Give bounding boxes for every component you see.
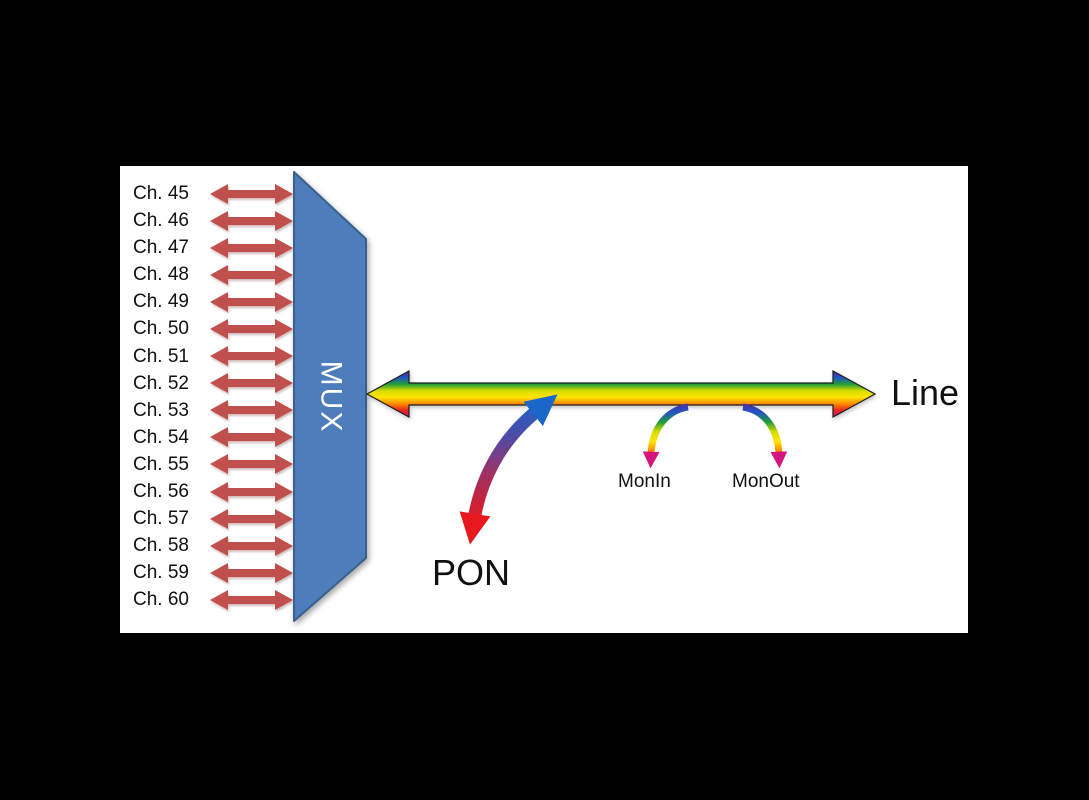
channel-label: Ch. 47 <box>133 237 189 259</box>
pon-label: PON <box>432 552 511 593</box>
channel-label: Ch. 49 <box>133 291 189 313</box>
channel-double-arrow-icon <box>210 508 293 529</box>
channel-row: Ch. 47 <box>133 234 413 261</box>
channel-label: Ch. 46 <box>133 210 189 232</box>
channel-row: Ch. 58 <box>133 532 413 559</box>
channel-label: Ch. 58 <box>133 535 189 557</box>
channel-row: Ch. 60 <box>133 586 413 613</box>
diagram-panel: Ch. 45 Ch. 46 Ch. 47 Ch. 48 Ch. 49 Ch. 5… <box>120 166 968 633</box>
channel-label: Ch. 53 <box>133 399 189 421</box>
channel-label: Ch. 50 <box>133 318 189 340</box>
channel-double-arrow-icon <box>210 318 293 339</box>
mon-in-label: MonIn <box>618 471 671 492</box>
monitor-arrows <box>642 403 788 469</box>
channel-row: Ch. 50 <box>133 315 413 342</box>
channel-double-arrow-icon <box>210 183 293 204</box>
line-label: Line <box>891 372 960 413</box>
channel-label: Ch. 45 <box>133 183 189 204</box>
mon-out-curved-arrow <box>742 403 788 469</box>
channel-double-arrow-icon <box>210 400 293 421</box>
channel-double-arrow-icon <box>210 264 293 285</box>
channel-double-arrow-icon <box>210 210 293 231</box>
channel-row: Ch. 46 <box>133 207 413 234</box>
line-rainbow-double-arrow <box>365 369 877 419</box>
channel-double-arrow-icon <box>210 562 293 583</box>
channel-row: Ch. 48 <box>133 261 413 288</box>
channel-row: Ch. 55 <box>133 451 413 478</box>
mon-out-label: MonOut <box>732 471 800 492</box>
channel-label: Ch. 52 <box>133 372 189 394</box>
channel-row: Ch. 54 <box>133 424 413 451</box>
channel-double-arrow-icon <box>210 589 293 610</box>
channel-label: Ch. 60 <box>133 589 189 611</box>
channel-double-arrow-icon <box>210 481 293 502</box>
channel-double-arrow-icon <box>210 373 293 394</box>
channel-label: Ch. 48 <box>133 264 189 286</box>
channel-double-arrow-icon <box>210 454 293 475</box>
channel-row: Ch. 52 <box>133 370 413 397</box>
channel-label: Ch. 59 <box>133 562 189 584</box>
channel-row: Ch. 53 <box>133 397 413 424</box>
channel-row: Ch. 51 <box>133 343 413 370</box>
channel-label: Ch. 56 <box>133 481 189 503</box>
mux-trapezoid <box>293 171 367 622</box>
channel-row: Ch. 59 <box>133 559 413 586</box>
channel-double-arrow-icon <box>210 237 293 258</box>
channel-double-arrow-icon <box>210 535 293 556</box>
channel-row: Ch. 57 <box>133 505 413 532</box>
channel-double-arrow-icon <box>210 427 293 448</box>
channel-row: Ch. 56 <box>133 478 413 505</box>
channel-label: Ch. 54 <box>133 426 189 448</box>
channel-label: Ch. 57 <box>133 508 189 530</box>
channel-row: Ch. 45 <box>133 180 413 207</box>
mon-in-curved-arrow <box>642 403 689 469</box>
pon-curved-double-arrow <box>459 394 558 545</box>
channel-double-arrow-icon <box>210 291 293 312</box>
channel-list: Ch. 45 Ch. 46 Ch. 47 Ch. 48 Ch. 49 Ch. 5… <box>133 180 413 614</box>
channel-label: Ch. 51 <box>133 345 189 367</box>
channel-double-arrow-icon <box>210 346 293 367</box>
channel-row: Ch. 49 <box>133 288 413 315</box>
channel-label: Ch. 55 <box>133 453 189 475</box>
